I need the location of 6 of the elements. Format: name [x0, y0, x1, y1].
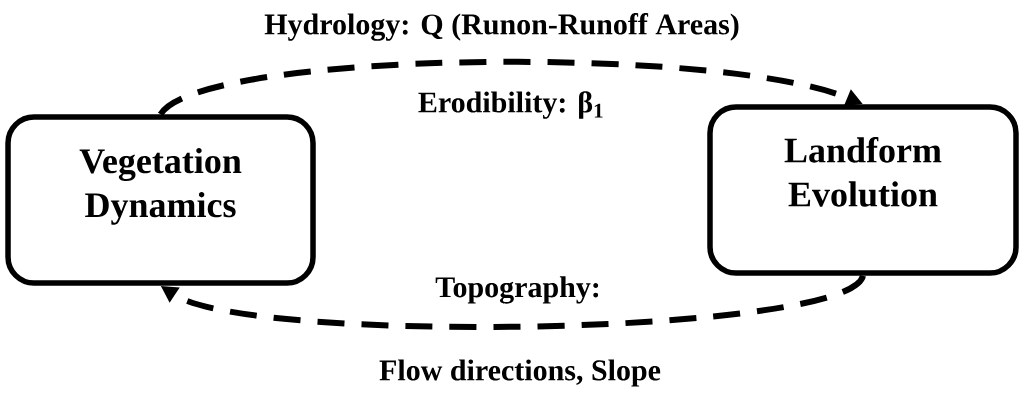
process-box: Landform Evolution	[707, 104, 1019, 276]
flux-label: Flow directions, Slope	[379, 359, 661, 387]
process-box: Vegetation Dynamics	[5, 114, 316, 286]
edge-label: Hydrology: Q (Runon-Runoff Areas)	[262, 11, 742, 43]
edge-label: Topography:	[433, 274, 603, 306]
flux-label: Erodibility: β$_{1}$	[418, 91, 603, 119]
